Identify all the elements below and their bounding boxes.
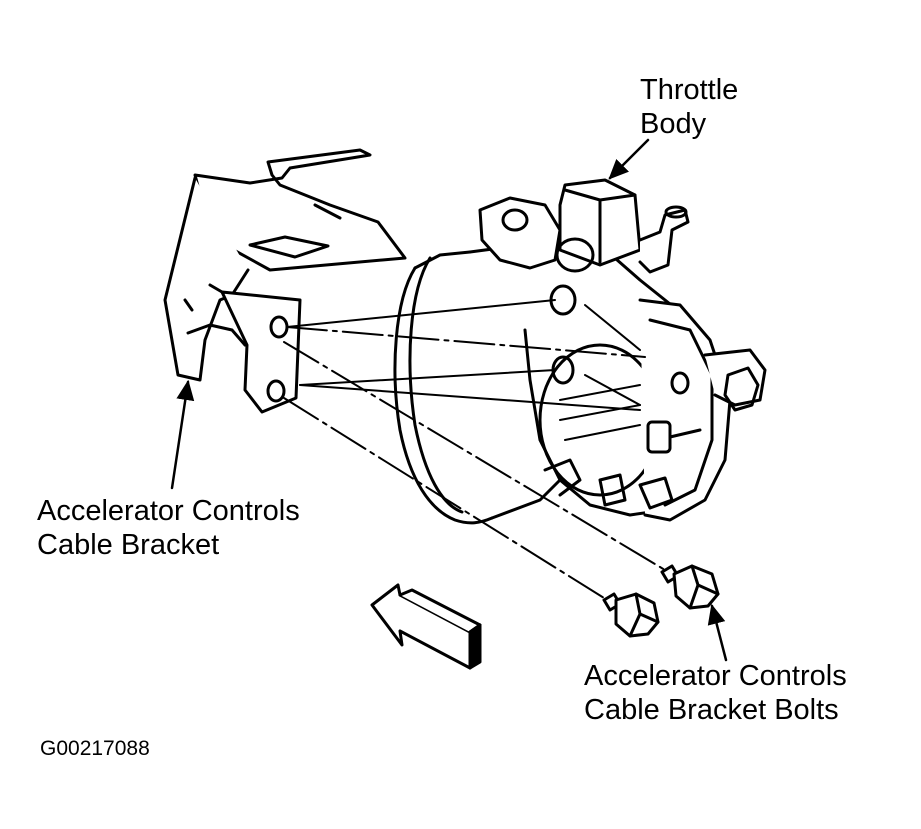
cable-bracket-bolts-label-line-1: Accelerator Controls [584,660,847,692]
cable-bracket-part [163,148,407,414]
cable-bracket-label-line-1: Accelerator Controls [37,495,300,527]
leader-throttle-body [608,138,650,180]
throttle-body-label-line-2: Body [640,108,707,140]
cable-bracket-label: Accelerator Controls Cable Bracket [37,494,300,562]
leader-cable-bracket [170,379,195,490]
bracket-bolt-upper [660,564,720,610]
leader-cable-bracket-bolts [707,603,728,662]
alignment-lines [283,299,671,604]
throttle-body-label: Throttle Body [640,73,738,141]
cable-bracket-label-line-2: Cable Bracket [37,529,220,561]
front-direction-arrow-icon [370,583,482,670]
figure-id: G00217088 [40,737,150,760]
cable-bracket-bolts-label-line-2: Cable Bracket Bolts [584,694,839,726]
throttle-body-label-line-1: Throttle [640,74,739,106]
cable-bracket-bolts-label: Accelerator Controls Cable Bracket Bolts [584,659,847,727]
throttle-body-part [393,178,767,525]
bracket-bolt-lower [602,592,660,638]
